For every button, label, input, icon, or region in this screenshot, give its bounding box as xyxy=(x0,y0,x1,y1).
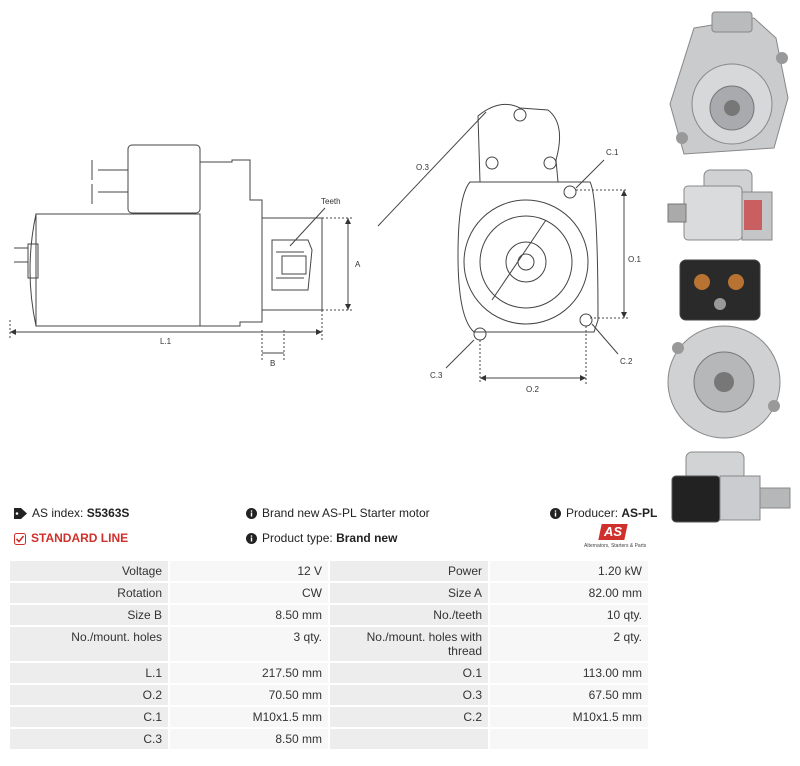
spec-label: Rotation xyxy=(10,583,168,603)
info-icon xyxy=(246,508,257,520)
spec-value xyxy=(490,729,648,749)
info-icon xyxy=(246,533,257,545)
as-pl-logo: AS Alternators, Starters & Parts xyxy=(584,524,650,552)
spec-value: 8.50 mm xyxy=(170,605,328,625)
product-photo-front xyxy=(669,11,789,155)
spec-label: C.3 xyxy=(10,729,168,749)
product-photo-rear xyxy=(667,259,781,439)
side-view-drawing xyxy=(9,144,352,360)
as-index: AS index: S5363S xyxy=(14,506,129,520)
producer-value: AS-PL xyxy=(621,506,658,520)
spec-label xyxy=(330,729,488,749)
front-view-drawing xyxy=(377,103,628,384)
spec-value: 82.00 mm xyxy=(490,583,648,603)
spec-value: 3 qty. xyxy=(170,627,328,661)
spec-value: 1.20 kW xyxy=(490,561,648,581)
producer-label: Producer: xyxy=(566,506,619,520)
spec-label: No./mount. holes with thread xyxy=(330,627,488,661)
product-type-value: Brand new xyxy=(336,531,398,545)
logo-mark: AS xyxy=(603,524,623,539)
spec-label: Voltage xyxy=(10,561,168,581)
label-a: A xyxy=(355,260,361,269)
spec-value: 217.50 mm xyxy=(170,663,328,683)
tag-icon xyxy=(14,508,27,520)
standard-line-text: STANDARD LINE xyxy=(31,531,129,545)
label-c2: C.2 xyxy=(620,357,633,366)
checkbox-checked-icon xyxy=(14,532,26,545)
spec-label: No./teeth xyxy=(330,605,488,625)
spec-value: M10x1.5 mm xyxy=(490,707,648,727)
spec-label: Size B xyxy=(10,605,168,625)
label-c1: C.1 xyxy=(606,148,619,157)
spec-label: Size A xyxy=(330,583,488,603)
label-l1: L.1 xyxy=(160,337,172,346)
spec-value: 8.50 mm xyxy=(170,729,328,749)
label-o2: O.2 xyxy=(526,385,539,394)
as-index-label: AS index: xyxy=(32,506,84,520)
as-index-value: S5363S xyxy=(86,506,130,520)
spec-label: Power xyxy=(330,561,488,581)
spec-label: O.1 xyxy=(330,663,488,683)
label-teeth: Teeth xyxy=(321,197,341,206)
description: Brand new AS-PL Starter motor xyxy=(246,506,430,520)
spec-label: C.1 xyxy=(10,707,168,727)
logo-tagline: Alternators, Starters & Parts xyxy=(584,543,647,549)
label-o3: O.3 xyxy=(416,163,429,172)
spec-value: 70.50 mm xyxy=(170,685,328,705)
spec-value: 113.00 mm xyxy=(490,663,648,683)
spec-label: O.2 xyxy=(10,685,168,705)
product-type: Product type: Brand new xyxy=(246,531,397,545)
product-photo-side-2 xyxy=(671,451,791,523)
technical-drawings: Teeth A L.1 B O.3 C.1 O.1 C.2 C.3 O.2 xyxy=(9,103,641,394)
product-photo-side-1 xyxy=(667,169,773,241)
spec-value: 12 V xyxy=(170,561,328,581)
spec-label: C.2 xyxy=(330,707,488,727)
producer: Producer: AS-PL xyxy=(550,506,657,520)
label-c3: C.3 xyxy=(430,371,443,380)
spec-value: 10 qty. xyxy=(490,605,648,625)
description-text: Brand new AS-PL Starter motor xyxy=(262,506,430,520)
product-type-label: Product type: xyxy=(262,531,333,545)
spec-value: 67.50 mm xyxy=(490,685,648,705)
spec-label: L.1 xyxy=(10,663,168,683)
label-b: B xyxy=(270,359,275,368)
info-icon xyxy=(550,508,561,520)
spec-label: No./mount. holes xyxy=(10,627,168,661)
spec-value: CW xyxy=(170,583,328,603)
spec-value: 2 qty. xyxy=(490,627,648,661)
spec-value: M10x1.5 mm xyxy=(170,707,328,727)
label-o1: O.1 xyxy=(628,255,641,264)
spec-label: O.3 xyxy=(330,685,488,705)
standard-line: STANDARD LINE xyxy=(14,531,128,545)
